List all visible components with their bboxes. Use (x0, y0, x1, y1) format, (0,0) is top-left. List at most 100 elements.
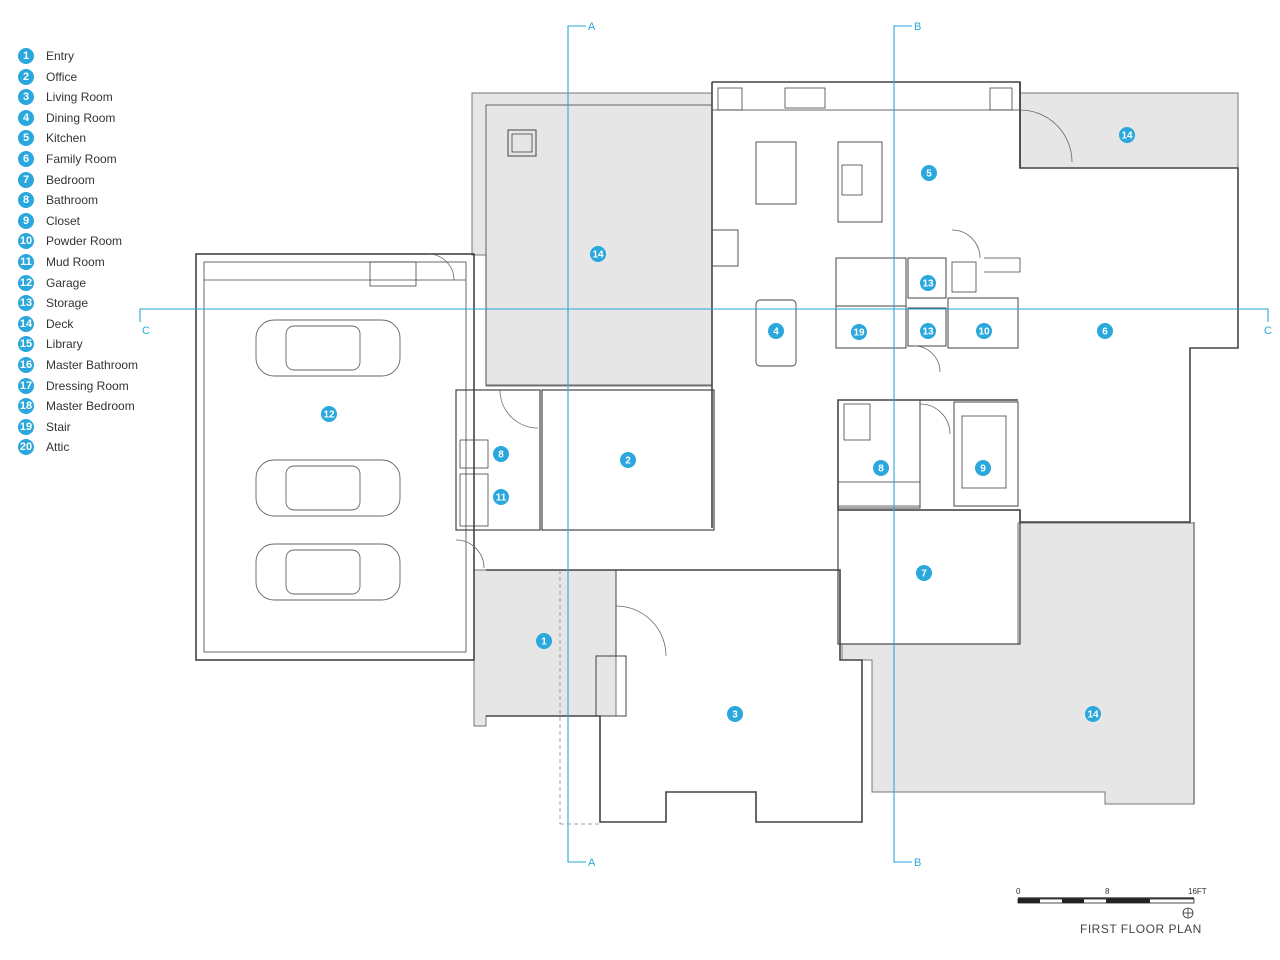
legend-item: 4 Dining Room (18, 109, 218, 128)
legend-label: Dining Room (46, 110, 116, 125)
room-marker (620, 452, 636, 468)
legend-badge: 4 (18, 109, 34, 126)
legend-item: 10 Powder Room (18, 233, 218, 251)
legend-item: 8 Bathroom (18, 192, 218, 210)
room-marker (1119, 127, 1135, 143)
section-line-c (139, 308, 1269, 322)
section-line-b (893, 25, 912, 863)
walls (195, 81, 1239, 823)
scale-bar (1017, 897, 1195, 919)
room-marker-number: 19 (853, 328, 865, 339)
deck-areas (471, 92, 1239, 805)
room-marker-number: 11 (496, 493, 507, 504)
kitchen-island-1 (755, 141, 797, 205)
legend-label: Library (46, 337, 83, 352)
room-marker (873, 460, 889, 476)
scale-label-end: 16FT (1188, 887, 1207, 896)
living-room-walls (486, 569, 863, 823)
section-line-a (567, 25, 586, 863)
cars (255, 319, 401, 601)
legend-badge: 14 (18, 315, 34, 332)
room-marker (727, 706, 743, 722)
legend-badge: 18 (18, 398, 34, 415)
legend-label: Powder Room (46, 234, 123, 249)
room-marker (590, 246, 606, 262)
room-marker-number: 7 (921, 569, 927, 580)
section-label-a-bottom: A (588, 857, 596, 869)
legend-badge: 20 (18, 439, 34, 456)
room-marker-number: 8 (878, 464, 884, 475)
kitchen-island-2 (837, 141, 883, 223)
legend-label: Kitchen (46, 131, 87, 146)
legend-label: Deck (46, 316, 74, 331)
section-label-c-left: C (142, 325, 150, 337)
room-marker-number: 8 (498, 450, 504, 461)
room-marker-number: 4 (773, 327, 779, 338)
legend-item: 2 Office (18, 68, 218, 87)
legend-badge: 19 (18, 418, 34, 435)
legend-badge: 7 (18, 171, 34, 188)
legend-label: Family Room (46, 152, 117, 166)
room-marker (976, 323, 992, 339)
room-marker-number: 1 (541, 637, 547, 648)
deck-southeast (841, 522, 1195, 805)
legend-label: Dressing Room (46, 378, 129, 393)
legend-badge: 13 (18, 295, 34, 312)
room-marker-number: 2 (625, 456, 631, 467)
room-marker-number: 14 (1121, 131, 1133, 142)
legend-label: Entry (46, 49, 75, 63)
legend-label: Bathroom (46, 193, 99, 208)
legend-label: Attic (46, 440, 70, 455)
room-marker (768, 323, 784, 339)
room-marker-number: 6 (1102, 327, 1108, 338)
room-marker-number: 5 (926, 169, 932, 180)
room-marker (975, 460, 991, 476)
room-marker-number: 12 (323, 410, 335, 421)
room-marker-number: 9 (980, 464, 986, 475)
section-label-a-top: A (588, 21, 596, 33)
fireplace (595, 655, 627, 717)
legend-badge: 8 (18, 192, 34, 209)
bath-mud-walls (455, 389, 541, 531)
legend-label: Living Room (46, 90, 113, 105)
room-marker-number: 13 (922, 327, 934, 338)
dining-table (755, 299, 797, 367)
legend-badge: 2 (18, 68, 34, 85)
legend-badge: 17 (18, 377, 34, 394)
legend-badge: 16 (18, 357, 34, 373)
plan-title: FIRST FLOOR PLAN (1080, 922, 1202, 936)
legend-item: 3 Living Room (18, 89, 218, 107)
room-marker (493, 446, 509, 462)
legend-label: Stair (46, 419, 71, 434)
legend-label: Garage (46, 275, 87, 290)
legend-item: 17 Dressing Room (18, 377, 218, 396)
room-marker (921, 165, 937, 181)
legend-label: Office (46, 69, 78, 84)
legend-label: Master Bedroom (46, 399, 135, 414)
legend-badge: 10 (18, 233, 34, 250)
scale-label-zero: 0 (1016, 887, 1021, 896)
section-label-b-bottom: B (914, 857, 921, 869)
room-marker-number: 10 (978, 327, 990, 338)
legend-badge: 9 (18, 212, 34, 229)
office-walls (541, 389, 715, 531)
closet-walls (953, 401, 1019, 507)
legend-label: Closet (46, 213, 81, 228)
room-marker (493, 489, 509, 505)
legend-badge: 15 (18, 336, 34, 353)
room-marker (920, 323, 936, 339)
section-lines (139, 25, 1269, 863)
legend-badge: 1 (18, 48, 34, 64)
legend-item: 18 Master Bedroom (18, 398, 218, 416)
room-marker (851, 324, 867, 340)
room-marker (916, 565, 932, 581)
room-marker-number: 13 (922, 279, 934, 290)
legend-badge: 3 (18, 89, 34, 106)
section-line-labels: A A B B C C (142, 21, 1272, 869)
